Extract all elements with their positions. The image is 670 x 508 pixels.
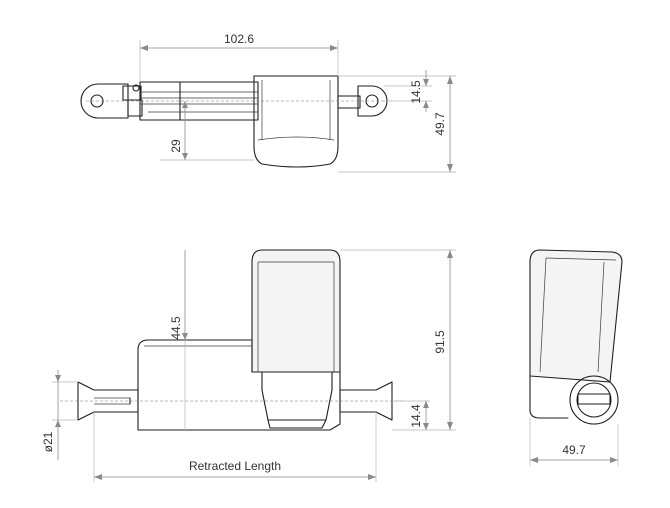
end-view-dimensions: 49.7 [529,418,619,466]
top-view [80,75,392,168]
dim-top-height: 49.7 [433,112,447,136]
top-view-dimensions: 102.6 49.7 14.5 29 [139,32,456,173]
arrow-offset-top [423,79,429,86]
dim-top-length: 102.6 [224,32,254,46]
end-right-edge [597,261,605,373]
arrow-retracted-left [94,474,102,480]
dim-top-rod-body: 29 [169,139,183,153]
dim-top-offset: 14.5 [409,80,423,104]
end-rod-inner [576,382,612,418]
top-motor-housing [253,75,339,168]
arrow-motor-height [182,333,188,340]
arrow-height-top [447,76,453,84]
rear-clevis [80,83,129,119]
arrow-rod-body-bottom [182,153,188,160]
dim-retracted-length: Retracted Length [189,459,281,473]
arrow-retracted-right [368,474,376,480]
arrow-length-left [140,45,148,51]
dim-side-height: 91.5 [433,330,447,354]
end-lower-body [529,375,569,419]
side-view-dimensions: 44.5 91.5 14.4 ø21 Retracted Length [41,249,456,482]
arrow-side-height-bottom [447,422,453,430]
arrow-side-height-top [447,250,453,258]
arrow-end-width-left [530,457,538,463]
end-top-edge [545,257,617,261]
dim-side-offset: 14.4 [409,404,423,428]
end-rod-slot [577,393,611,405]
arrow-end-width-right [610,457,618,463]
side-front-rod [339,381,393,421]
dim-end-width: 49.7 [562,443,586,457]
end-view [529,249,623,425]
motor-edge [257,136,335,141]
arrow-height-bottom [447,164,453,172]
dim-side-motor-height: 44.5 [169,316,183,340]
dim-side-diameter: ø21 [41,431,55,452]
front-clevis [357,85,388,117]
connector-screw [132,84,140,92]
side-tube-housing [137,339,341,431]
arrow-side-offset-top [423,401,429,408]
top-rod [337,95,361,109]
end-rod-outer [569,375,619,425]
side-view [60,249,404,431]
arrow-offset-bottom [423,101,429,108]
side-front-cap [261,371,333,421]
arrow-length-right [330,45,338,51]
arrow-diameter-top [55,375,61,382]
arrow-rod-body-top [182,101,188,108]
side-motor-housing [251,249,341,373]
cap-bottom [267,419,327,429]
arrow-side-offset-bottom [423,423,429,430]
end-motor-housing [529,249,623,383]
arrow-diameter-bottom [55,420,61,427]
end-left-edge [539,257,547,373]
connector-base [127,99,143,117]
connector-block [122,85,142,101]
